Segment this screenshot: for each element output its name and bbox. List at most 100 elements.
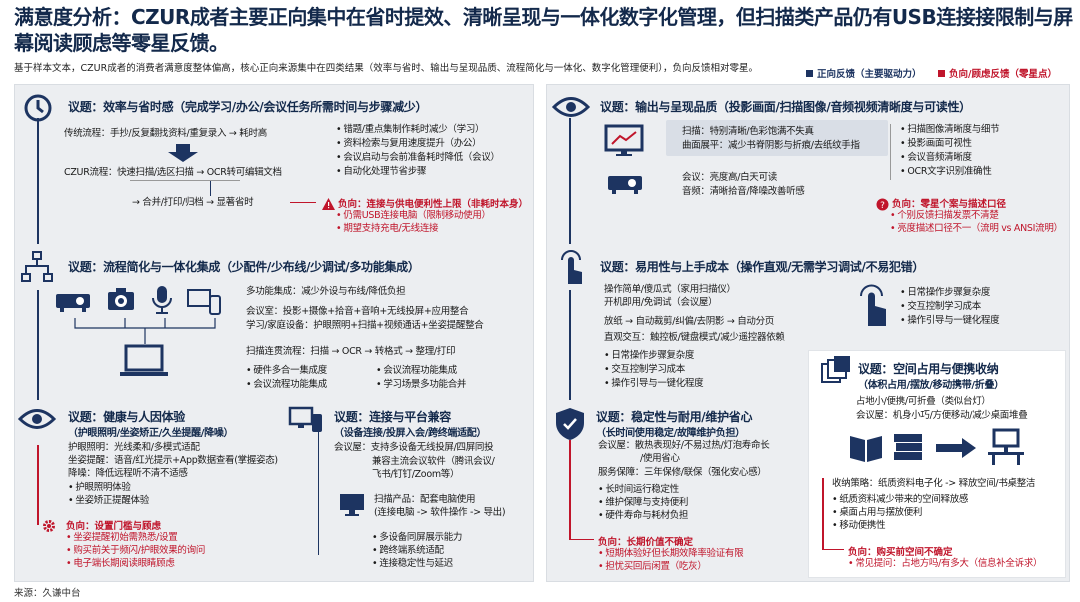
usability-l2: 开机即用/免调试（会议屋）: [604, 297, 718, 308]
health-title: 议题：健康与人因体验: [68, 410, 186, 424]
list-item: 短期体验好但长期效降率验证有限: [598, 548, 743, 560]
stability-title: 议题：稳定性与耐用/维护省心: [596, 410, 753, 424]
right-timeline-1: [569, 118, 571, 244]
list-item: 坐姿矫正提醒体验: [68, 495, 149, 507]
list-item: 扫描图像清晰度与细节: [900, 124, 999, 136]
laptop-icon: [118, 344, 170, 384]
monitor-phone-icon: [288, 406, 324, 438]
list-item: 日常操作步骤复杂度: [900, 287, 990, 299]
stability-l1: 会议屋：散热表现好/不易过热/灯泡寿命长: [598, 440, 770, 451]
stack-icon: [892, 430, 924, 468]
usability-l1: 操作简单/傻瓜式（家用扫描仪）: [604, 284, 736, 295]
legend-positive-swatch: [806, 69, 813, 77]
list-item: 个别反馈扫描发票不清楚: [890, 210, 999, 222]
output-l4: 音频：清晰拾音/降噪改善听感: [682, 186, 805, 197]
compat-l1: 会议屋：支持多设备无线投屏/四屏同投: [334, 442, 494, 453]
space-l2: 会议屋：机身小巧/方便移动/减少桌面堆叠: [856, 410, 1028, 421]
stability-neg-arrow: [570, 539, 594, 540]
right-timeline-2: [569, 290, 571, 400]
space-neg-title: 负向：购买前空间不确定: [848, 547, 953, 558]
list-item: 亮度描述口径不一（流明 vs ANSI流明）: [890, 223, 1063, 235]
efficiency-connector: [210, 180, 211, 196]
space-sub: （体积占用/摆放/移动携带/折叠）: [858, 380, 1004, 391]
question-icon: ?: [876, 196, 889, 215]
output-l3: 会议：亮度高/白天可读: [682, 172, 777, 183]
compat-l5: (连接电脑 -> 软件操作 -> 导出): [374, 507, 506, 518]
list-item: 操作引导与一键化程度: [604, 378, 703, 390]
folders-icon: [820, 356, 852, 390]
legend-negative-label: 负向/顾虑反馈（零星点）: [949, 69, 1057, 80]
efficiency-czur2: → 合并/打印/归档 → 显著省时: [132, 197, 254, 208]
integration-line3: 学习/家庭设备：护眼照明+扫描+视频通话+坐姿提醒整合: [246, 320, 484, 331]
list-item: 维护保障与支持便利: [598, 497, 688, 509]
output-l2: 曲面展平：减少书脊阴影与折痕/去纸纹手指: [682, 140, 860, 151]
list-item: 常见提问：占地方吗/有多大（信息补全诉求）: [848, 558, 1042, 570]
warning-icon: [322, 195, 335, 214]
eye-icon: [17, 406, 57, 436]
list-item: 错题/重点集制作耗时减少（学习）: [336, 124, 484, 136]
space-l3: 收纳策略：纸质资料电子化 -> 释放空间/书桌整洁: [832, 478, 1036, 489]
health-l3: 降噪：降低远程听不清不适感: [68, 468, 188, 479]
stability-sub: （长时间使用稳定/故障维护负担）: [596, 428, 745, 439]
desk-monitor-icon: [986, 428, 1026, 470]
health-l2: 坐姿提醒：语音/红光提示+App数据查看(掌握姿态): [68, 455, 278, 466]
eye-icon: [551, 94, 591, 124]
health-l1: 护眼照明：光线柔和/多模式适配: [68, 442, 200, 453]
space-card: [808, 350, 1066, 578]
gear-icon: [42, 518, 56, 537]
space-l1: 占地小/便携/可折叠（类似台灯）: [856, 396, 991, 407]
integration-line1: 多功能集成：减少外设与布线/降低负担: [246, 286, 406, 297]
output-l1: 扫描：特别清晰/色彩饱满不失真: [682, 126, 814, 137]
devices-icon: [186, 288, 222, 320]
list-item: 硬件寿命与耗材负担: [598, 510, 688, 522]
list-item: 长时间运行稳定性: [598, 484, 679, 496]
list-item: 连接稳定性与延迟: [372, 558, 453, 570]
list-item: 会议启动与会前准备耗时降低（会议）: [336, 152, 500, 164]
right-arrow-icon: [936, 438, 976, 462]
usability-title: 议题：易用性与上手成本（操作直观/无需学习调试/不易犯错）: [600, 260, 925, 274]
space-title: 议题：空间占用与便携收纳: [858, 362, 999, 376]
compat-timeline: [318, 425, 319, 555]
stability-l3: 服务保障：三年保修/联保（强化安心感）: [598, 467, 767, 478]
clock-icon: [22, 92, 54, 128]
chart-screen-icon: [604, 124, 644, 162]
integration-line2: 会议室：投影+摄像+拾音+音响+无线投屏+应用整合: [246, 306, 469, 317]
camera-icon: [106, 284, 136, 318]
shield-icon: [554, 406, 586, 446]
list-item: 日常操作步骤复杂度: [604, 350, 694, 362]
list-item: 担忧买回后闲置（吃灰）: [598, 561, 707, 573]
projector-icon: [54, 286, 94, 318]
list-item: 坐姿提醒初始需熟悉/设置: [66, 532, 177, 544]
left-neg-line: [37, 445, 39, 525]
list-item: 投影画面可视性: [900, 138, 972, 150]
efficiency-title: 议题：效率与省时感（完成学习/办公/会议任务所需时间与步骤减少）: [68, 100, 428, 114]
efficiency-traditional: 传统流程：手抄/反复翻找资料/重复录入 → 耗时高: [64, 128, 267, 139]
list-item: 资料检索与复用速度提升（办公）: [336, 138, 481, 150]
stability-neg-title: 负向：长期价值不确定: [598, 537, 694, 548]
output-title: 议题：输出与呈现品质（投影画面/扫描图像/音频视频清晰度与可读性）: [600, 100, 971, 114]
microphone-icon: [150, 284, 174, 320]
integration-connector-lines: [74, 318, 216, 344]
left-timeline-2: [37, 290, 39, 400]
network-icon: [20, 250, 54, 288]
hand-pointer-icon: [856, 284, 890, 332]
list-item: 会议流程功能集成: [376, 365, 457, 377]
list-item: 交互控制学习成本: [604, 364, 685, 376]
output-callout: [666, 120, 888, 156]
usability-l3: 放纸 → 自动裁剪/纠偏/去阴影 → 自动分页: [604, 316, 775, 327]
list-item: 跨终端系统适配: [372, 545, 444, 557]
compat-title: 议题：连接与平台兼容: [334, 410, 452, 424]
list-item: 桌面占用与摆放便利: [832, 507, 922, 519]
stability-l2: /使用省心: [640, 453, 680, 464]
legend-positive-label: 正向反馈（主要驱动力）: [817, 69, 922, 80]
list-item: 自动化处理节省步骤: [336, 166, 426, 178]
legend-positive: 正向反馈（主要驱动力）: [806, 66, 922, 80]
compat-l2: 兼容主流会议软件（腾讯会议/: [372, 456, 495, 467]
svg-text:?: ?: [880, 201, 885, 211]
source-note: 来源：久谦中台: [14, 588, 81, 599]
books-icon: [848, 430, 884, 468]
legend-negative: 负向/顾虑反馈（零星点）: [938, 66, 1057, 80]
health-neg-title: 负向：设置门槛与顾虑: [66, 521, 162, 532]
integration-title: 议题：流程简化与一体化集成（少配件/少布线/少调试/多功能集成）: [68, 260, 420, 274]
list-item: 会议流程功能集成: [246, 379, 327, 391]
